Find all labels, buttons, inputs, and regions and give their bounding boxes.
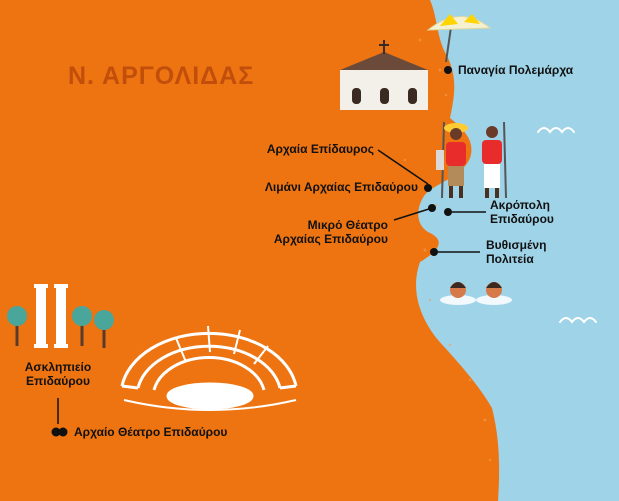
beach-umbrella-icon xyxy=(426,14,492,63)
label-archaio-theatro[interactable]: Αρχαίο Θέατρο Επιδαύρου xyxy=(74,425,228,439)
ancient-theatre-icon xyxy=(120,325,298,411)
label-asklipieio-line-2: Επιδαύρου xyxy=(26,374,90,388)
wave-icon xyxy=(537,127,597,324)
label-vythismeni-politeia[interactable]: Βυθισμένη Πολιτεία xyxy=(486,238,546,266)
label-vythismeni-line-2: Πολιτεία xyxy=(486,252,534,266)
label-archaia-epidavros[interactable]: Αρχαία Επίδαυρος xyxy=(266,142,374,156)
hikers-icon xyxy=(436,121,507,199)
label-akropoli-line-1: Ακρόπολη xyxy=(490,198,550,212)
label-asklipieio-line-1: Ασκληπιείο xyxy=(24,360,92,374)
label-akropoli[interactable]: Ακρόπολη Επιδαύρου xyxy=(490,198,554,226)
label-panagia-polemarcha[interactable]: Παναγία Πολεμάρχα xyxy=(458,63,574,77)
column-icon xyxy=(34,284,68,348)
swimmers-icon xyxy=(440,282,512,305)
label-mikro-theatro-line-2: Αρχαίας Επιδαύρου xyxy=(273,232,388,246)
marker-dot-icon xyxy=(51,66,452,437)
label-asklipieio[interactable]: Ασκληπιείο Επιδαύρου xyxy=(12,360,104,388)
leader-lines xyxy=(57,149,486,424)
coast-texture xyxy=(403,38,492,462)
label-mikro-theatro[interactable]: Μικρό Θέατρο Αρχαίας Επιδαύρου xyxy=(236,218,388,246)
church-icon xyxy=(340,40,428,110)
region-label: Ν. ΑΡΓΟΛΙΔΑΣ xyxy=(68,62,255,90)
label-mikro-theatro-line-1: Μικρό Θέατρο xyxy=(307,218,388,232)
label-vythismeni-line-1: Βυθισμένη xyxy=(486,238,547,252)
label-akropoli-line-2: Επιδαύρου xyxy=(490,212,554,226)
tree-icon xyxy=(7,306,114,348)
label-limani[interactable]: Λιμάνι Αρχαίας Επιδαύρου xyxy=(264,180,418,194)
